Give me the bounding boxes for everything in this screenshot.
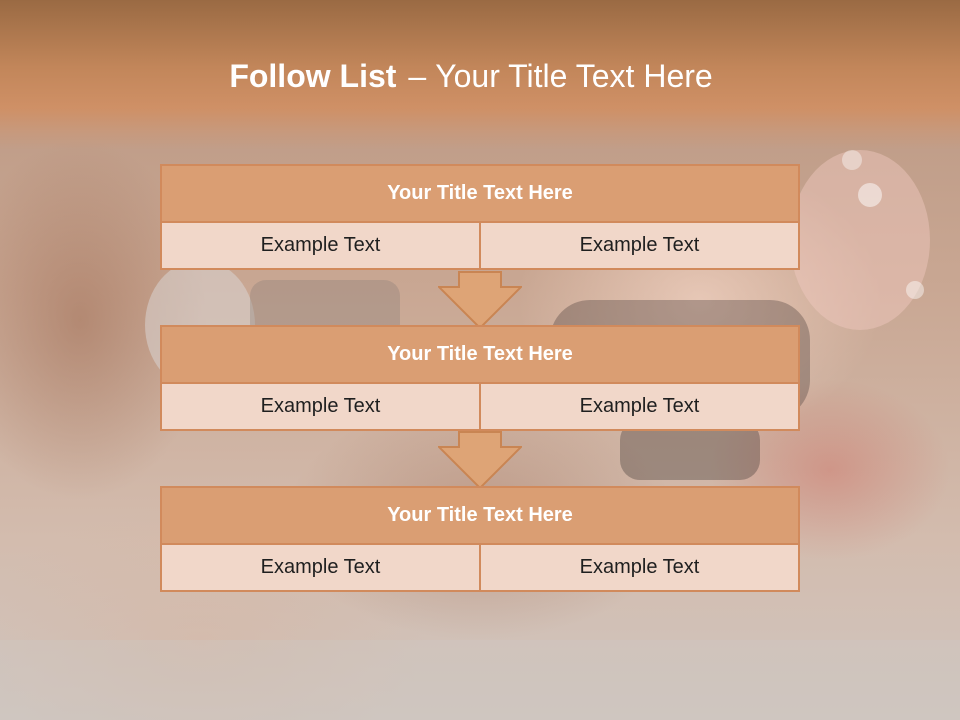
list-block-title: Your Title Text Here xyxy=(162,327,798,382)
slide-title-bold: Follow List xyxy=(229,58,397,94)
list-block-right-text: Example Text xyxy=(481,545,798,590)
slide-title: Follow List–Your Title Text Here xyxy=(0,50,942,102)
list-block-title: Your Title Text Here xyxy=(162,488,798,543)
list-block-right-text: Example Text xyxy=(481,384,798,429)
down-arrow-icon xyxy=(438,271,522,329)
header-band xyxy=(0,0,960,150)
down-arrow-icon xyxy=(438,431,522,489)
list-block-left-text: Example Text xyxy=(162,384,479,429)
slide-title-dash: – xyxy=(408,58,427,94)
list-block-right-text: Example Text xyxy=(481,223,798,268)
list-block-1: Your Title Text Here Example Text Exampl… xyxy=(160,164,800,270)
slide-title-rest: Your Title Text Here xyxy=(435,58,713,94)
list-block-3: Your Title Text Here Example Text Exampl… xyxy=(160,486,800,592)
list-block-left-text: Example Text xyxy=(162,223,479,268)
list-block-2: Your Title Text Here Example Text Exampl… xyxy=(160,325,800,431)
list-block-left-text: Example Text xyxy=(162,545,479,590)
list-block-title: Your Title Text Here xyxy=(162,166,798,221)
